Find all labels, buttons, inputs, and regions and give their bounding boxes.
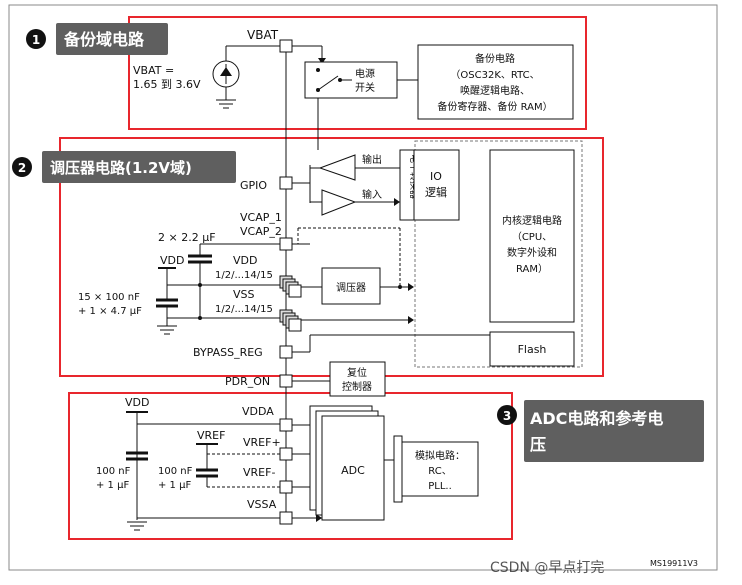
- vcap-pin: [279, 237, 293, 251]
- bypass-pin: [279, 345, 293, 359]
- adc-cap-left-line1: 100 nF: [96, 466, 131, 477]
- vdd-pin-stack: [279, 275, 302, 298]
- backup-domain-region: [128, 16, 587, 130]
- callout-2: 2 调压器电路(1.2V域): [12, 151, 236, 183]
- watermark: CSDN @早点打完: [490, 559, 604, 576]
- vref-plus-label: VREF+: [243, 436, 281, 449]
- input-buffer: [321, 189, 357, 216]
- core-logic-line-4: RAM）: [516, 263, 548, 275]
- backup-circuit-line-4: 备份寄存器、备份 RAM）: [437, 100, 552, 113]
- vdda-pin: [279, 418, 293, 432]
- callout-number-badge: [26, 29, 46, 49]
- adc-cap-right-line2: + 1 μF: [158, 480, 191, 491]
- gpio-pin-label: GPIO: [240, 179, 267, 192]
- switch-label-2: 开关: [355, 81, 375, 94]
- core-domain-boundary: [414, 140, 583, 368]
- vdd-pins-range: 1/2/...14/15: [215, 270, 273, 281]
- callout-1-title: 备份域电路: [63, 30, 145, 49]
- vcap-cap-value: 2 × 2.2 μF: [158, 231, 216, 244]
- vcap1-label: VCAP_1: [240, 211, 282, 224]
- vcap2-label: VCAP_2: [240, 225, 282, 238]
- vbat-pin: [279, 39, 293, 53]
- vdd-pins-name: VDD: [233, 254, 257, 267]
- regulator-box: [321, 267, 381, 305]
- callout-3-number: 3: [503, 409, 511, 423]
- vss-pin-stack: [279, 309, 302, 332]
- vdda-label: VDDA: [242, 405, 274, 418]
- backup-circuit-line-2: （OSC32K、RTC、: [450, 69, 539, 81]
- output-label: 输出: [362, 153, 382, 166]
- adc-cap-left-line2: + 1 μF: [96, 480, 129, 491]
- callout-2-title: 调压器电路(1.2V域): [50, 159, 192, 177]
- callout-1: 1 备份域电路: [26, 23, 168, 55]
- pdr-on-pin: [279, 374, 293, 388]
- output-buffer: [318, 154, 356, 181]
- vbat-range-line2: 1.65 到 3.6V: [133, 78, 201, 91]
- adc-label: ADC: [341, 464, 365, 477]
- reset-line1: 复位: [347, 366, 367, 379]
- vref-minus-label: VREF-: [243, 466, 275, 479]
- bulk-cap-line1: 15 × 100 nF: [78, 292, 140, 303]
- analog-circuit-box: [401, 441, 479, 497]
- backup-circuit-line-3: 唤醒逻辑电路、: [460, 84, 530, 97]
- vref-label: VREF: [197, 429, 225, 442]
- callout-3-title-line2: 压: [530, 435, 546, 454]
- switch-label-1: 电源: [355, 67, 375, 80]
- vssa-label: VSSA: [247, 498, 277, 511]
- flash-label: Flash: [518, 343, 547, 356]
- analog-line1: 模拟电路：: [415, 449, 465, 462]
- callout-3: 3 ADC电路和参考电 压: [497, 400, 704, 462]
- gpio-pin: [279, 176, 293, 190]
- io-logic-line2: 逻辑: [425, 185, 447, 199]
- bypass-label: BYPASS_REG: [193, 346, 263, 359]
- callout-2-number: 2: [18, 161, 26, 175]
- bulk-cap-line2: + 1 × 4.7 μF: [78, 306, 142, 317]
- reset-controller-box: [329, 361, 386, 397]
- callout-1-number: 1: [32, 33, 40, 47]
- pdr-on-label: PDR_ON: [225, 375, 270, 388]
- vss-pins-range: 1/2/...14/15: [215, 304, 273, 315]
- vbat-pin-label: VBAT: [247, 28, 279, 42]
- analog-line2: RC、: [428, 466, 451, 477]
- reset-line2: 控制器: [342, 380, 372, 393]
- vref-minus-pin: [279, 480, 293, 494]
- outer-frame: [8, 4, 718, 571]
- core-logic-box: [489, 149, 575, 323]
- vbat-range-line1: VBAT =: [133, 64, 174, 77]
- core-logic-line-3: 数字外设和: [507, 246, 557, 259]
- vssa-pin: [279, 511, 293, 525]
- analog-line3: PLL..: [428, 481, 452, 492]
- callout-3-title-line1: ADC电路和参考电: [530, 409, 663, 428]
- regulator-label: 调压器: [336, 282, 366, 294]
- adc-block: [309, 405, 385, 521]
- backup-circuit-box: [417, 44, 574, 120]
- vdd-label: VDD: [160, 254, 184, 267]
- adc-cap-right-line1: 100 nF: [158, 466, 193, 477]
- core-logic-line-2: （CPU、: [512, 231, 552, 243]
- flash-box: [489, 331, 575, 367]
- backup-circuit-line-1: 备份电路: [475, 52, 515, 65]
- vss-pins-name: VSS: [233, 288, 255, 301]
- adc-region: [68, 392, 513, 540]
- adc-vdd-label: VDD: [125, 396, 149, 409]
- part-code: MS19911V3: [650, 559, 698, 568]
- core-logic-line-1: 内核逻辑电路: [502, 214, 562, 227]
- vref-plus-pin: [279, 447, 293, 461]
- io-logic-line1: IO: [430, 170, 442, 183]
- input-label: 输入: [362, 188, 382, 201]
- io-logic-box: [413, 149, 460, 221]
